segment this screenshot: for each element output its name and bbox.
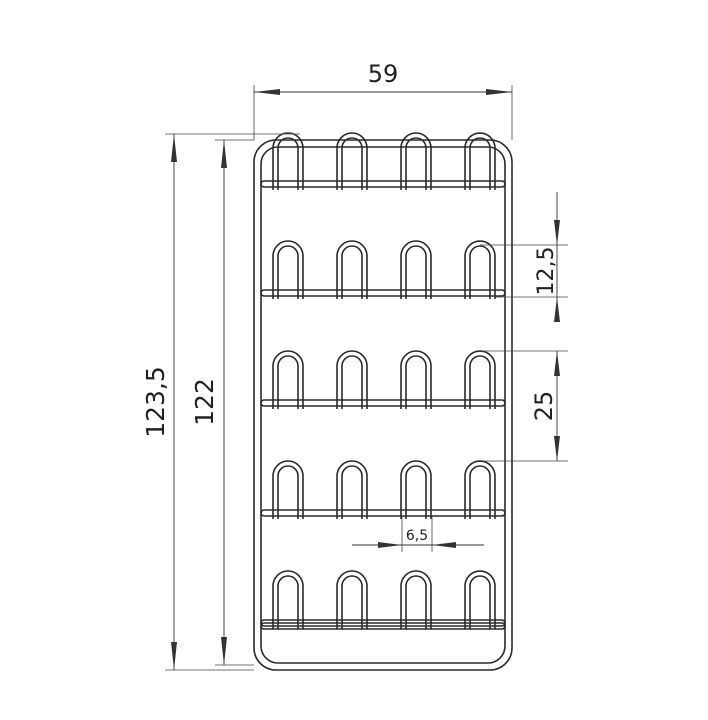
row-pitch-label: 25 bbox=[530, 391, 558, 422]
total-height-dimension: 123,5 bbox=[141, 133, 300, 671]
hook bbox=[336, 132, 368, 190]
hook bbox=[400, 240, 432, 299]
hook-height-label: 12,5 bbox=[534, 247, 559, 296]
hook bbox=[400, 460, 432, 519]
hook-height-dimension: 12,5 bbox=[480, 192, 568, 322]
hook bbox=[400, 350, 432, 409]
frame-height-label: 122 bbox=[190, 378, 219, 426]
bottom-rail-bar bbox=[260, 622, 506, 630]
hook bbox=[464, 132, 496, 190]
frame-height-dimension: 122 bbox=[190, 139, 254, 666]
hook bbox=[336, 570, 368, 629]
hook bbox=[464, 570, 496, 629]
rail-bar bbox=[260, 289, 506, 297]
hook bbox=[272, 570, 304, 629]
width-dimension-label: 59 bbox=[368, 60, 399, 88]
hook bbox=[336, 460, 368, 519]
hook bbox=[272, 460, 304, 519]
hook bbox=[272, 132, 304, 190]
rail-bar bbox=[260, 619, 506, 627]
hook bbox=[464, 240, 496, 299]
rail-bar bbox=[260, 180, 506, 188]
wire-gap-dimension: 6,5 bbox=[352, 515, 484, 552]
hook bbox=[400, 132, 432, 190]
hook bbox=[336, 240, 368, 299]
hook bbox=[464, 460, 496, 519]
row-pitch-dimension: 25 bbox=[482, 350, 568, 462]
rail-bar bbox=[260, 509, 506, 517]
hook-rows bbox=[260, 132, 506, 630]
hook bbox=[336, 350, 368, 409]
rack-frame-outer bbox=[253, 139, 513, 671]
wire-gap-label: 6,5 bbox=[406, 528, 428, 544]
hook bbox=[400, 570, 432, 629]
rail-bar bbox=[260, 399, 506, 407]
width-dimension: 59 bbox=[253, 60, 513, 140]
hook bbox=[464, 350, 496, 409]
total-height-label: 123,5 bbox=[141, 366, 170, 438]
hook bbox=[272, 240, 304, 299]
hook bbox=[272, 350, 304, 409]
